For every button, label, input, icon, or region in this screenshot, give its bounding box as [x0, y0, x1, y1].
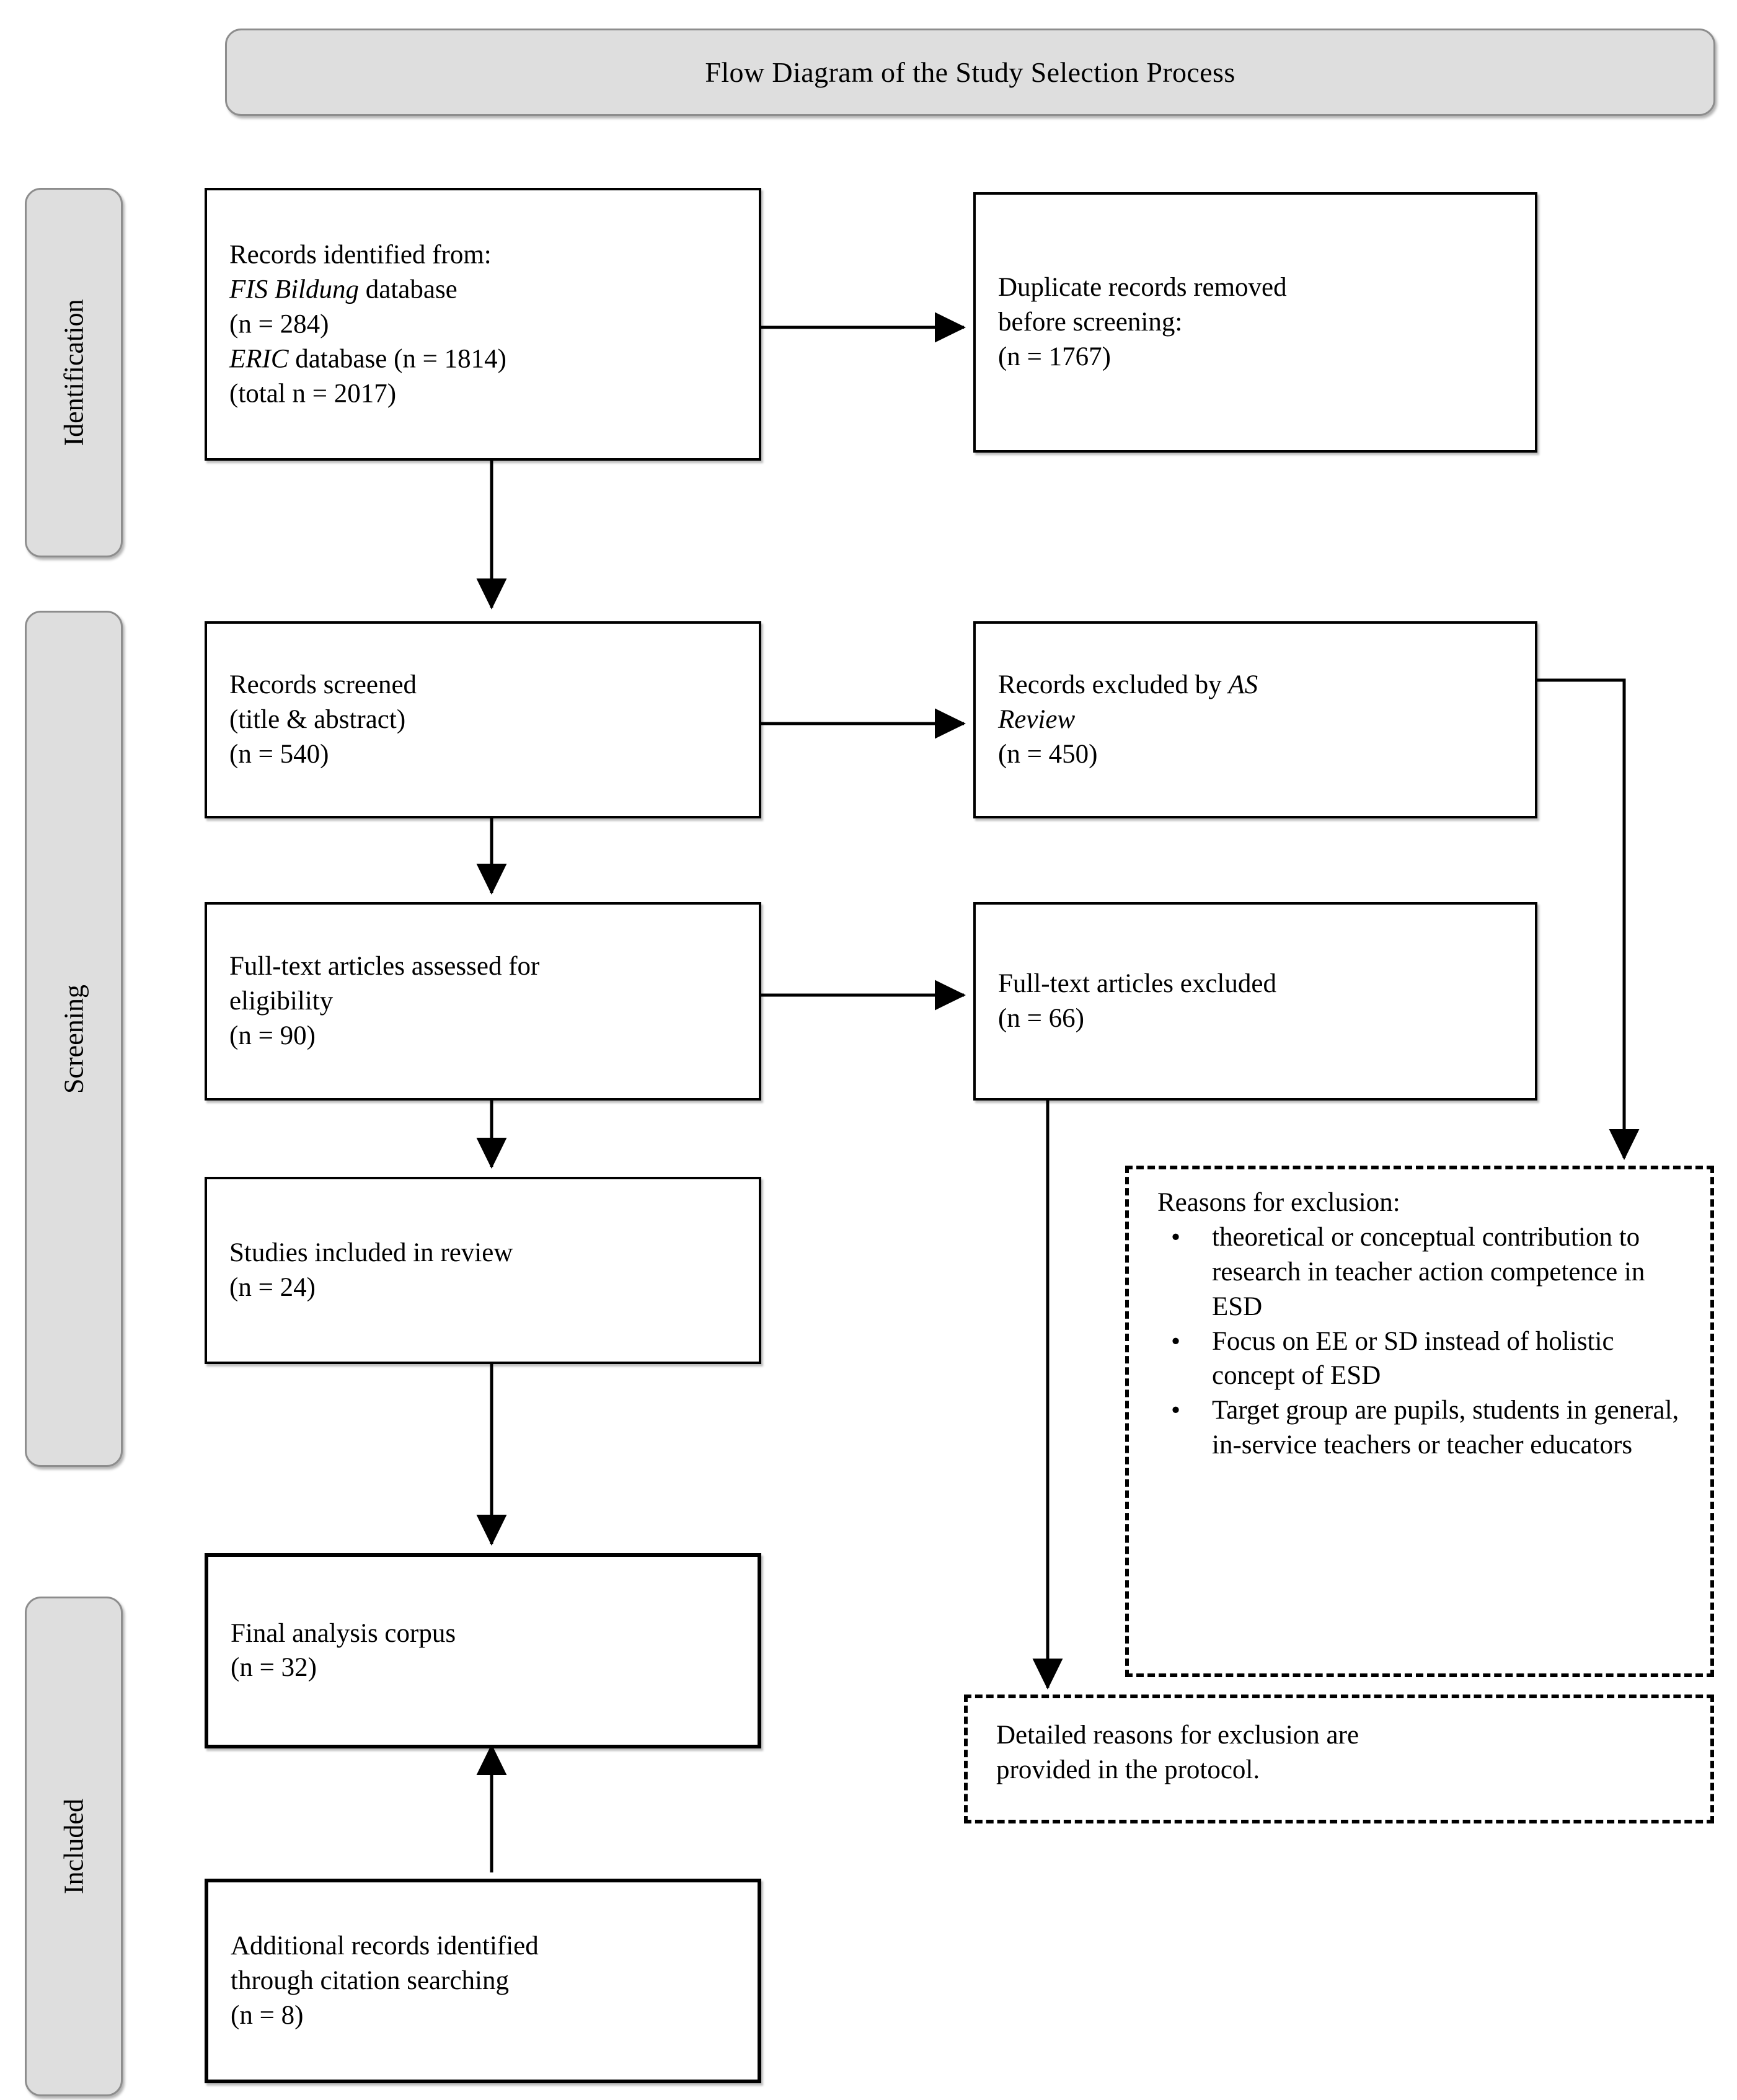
stage-label-identification: Identification: [58, 299, 89, 446]
box-final-analysis-corpus: Final analysis corpus (n = 32): [205, 1553, 761, 1748]
box-additional-records-text: Additional records identified through ci…: [231, 1931, 539, 2030]
box-final-analysis-corpus-text: Final analysis corpus (n = 32): [231, 1618, 456, 1683]
box-fulltext-assessed-text: Full-text articles assessed for eligibil…: [229, 952, 540, 1050]
bullet-icon: •: [1171, 1396, 1181, 1425]
box-records-screened: Records screened (title & abstract) (n =…: [205, 621, 761, 818]
box-records-identified-text: Records identified from: FIS Bildung dat…: [229, 240, 506, 408]
box-additional-records: Additional records identified through ci…: [205, 1879, 761, 2083]
stage-band-included: Included: [25, 1597, 123, 2096]
dashed-box-detailed-reasons: Detailed reasons for exclusion are provi…: [964, 1695, 1714, 1823]
box-records-excluded-as-review-text: Records excluded by AS Review (n = 450): [998, 670, 1258, 769]
box-duplicates-removed-text: Duplicate records removed before screeni…: [998, 273, 1287, 371]
box-duplicates-removed: Duplicate records removed before screeni…: [973, 192, 1537, 453]
stage-band-screening: Screening: [25, 611, 123, 1467]
box-studies-included-text: Studies included in review (n = 24): [229, 1238, 513, 1302]
box-records-screened-text: Records screened (title & abstract) (n =…: [229, 670, 417, 769]
list-item: • Target group are pupils, students in g…: [1157, 1393, 1697, 1463]
stage-label-included: Included: [58, 1799, 89, 1894]
bullet-icon: •: [1171, 1222, 1181, 1252]
box-fulltext-assessed: Full-text articles assessed for eligibil…: [205, 902, 761, 1101]
list-item: • Focus on EE or SD instead of holistic …: [1157, 1324, 1697, 1394]
dashed-box-reasons-for-exclusion: Reasons for exclusion: • theoretical or …: [1125, 1166, 1714, 1677]
diagram-title-banner: Flow Diagram of the Study Selection Proc…: [225, 29, 1715, 116]
bullet-icon: •: [1171, 1326, 1181, 1356]
stage-band-identification: Identification: [25, 188, 123, 557]
reasons-for-exclusion-content: Reasons for exclusion: • theoretical or …: [1157, 1185, 1697, 1463]
detailed-reasons-content: Detailed reasons for exclusion are provi…: [996, 1721, 1359, 1784]
box-records-identified: Records identified from: FIS Bildung dat…: [205, 188, 761, 461]
list-item: • theoretical or conceptual contribution…: [1157, 1220, 1697, 1324]
box-studies-included: Studies included in review (n = 24): [205, 1177, 761, 1364]
reasons-heading: Reasons for exclusion:: [1157, 1188, 1400, 1217]
diagram-title: Flow Diagram of the Study Selection Proc…: [705, 56, 1235, 88]
box-fulltext-excluded: Full-text articles excluded (n = 66): [973, 902, 1537, 1101]
box-records-excluded-as-review: Records excluded by AS Review (n = 450): [973, 621, 1537, 818]
stage-label-screening: Screening: [58, 984, 89, 1094]
box-fulltext-excluded-text: Full-text articles excluded (n = 66): [998, 969, 1276, 1033]
reasons-list: • theoretical or conceptual contribution…: [1157, 1220, 1697, 1463]
